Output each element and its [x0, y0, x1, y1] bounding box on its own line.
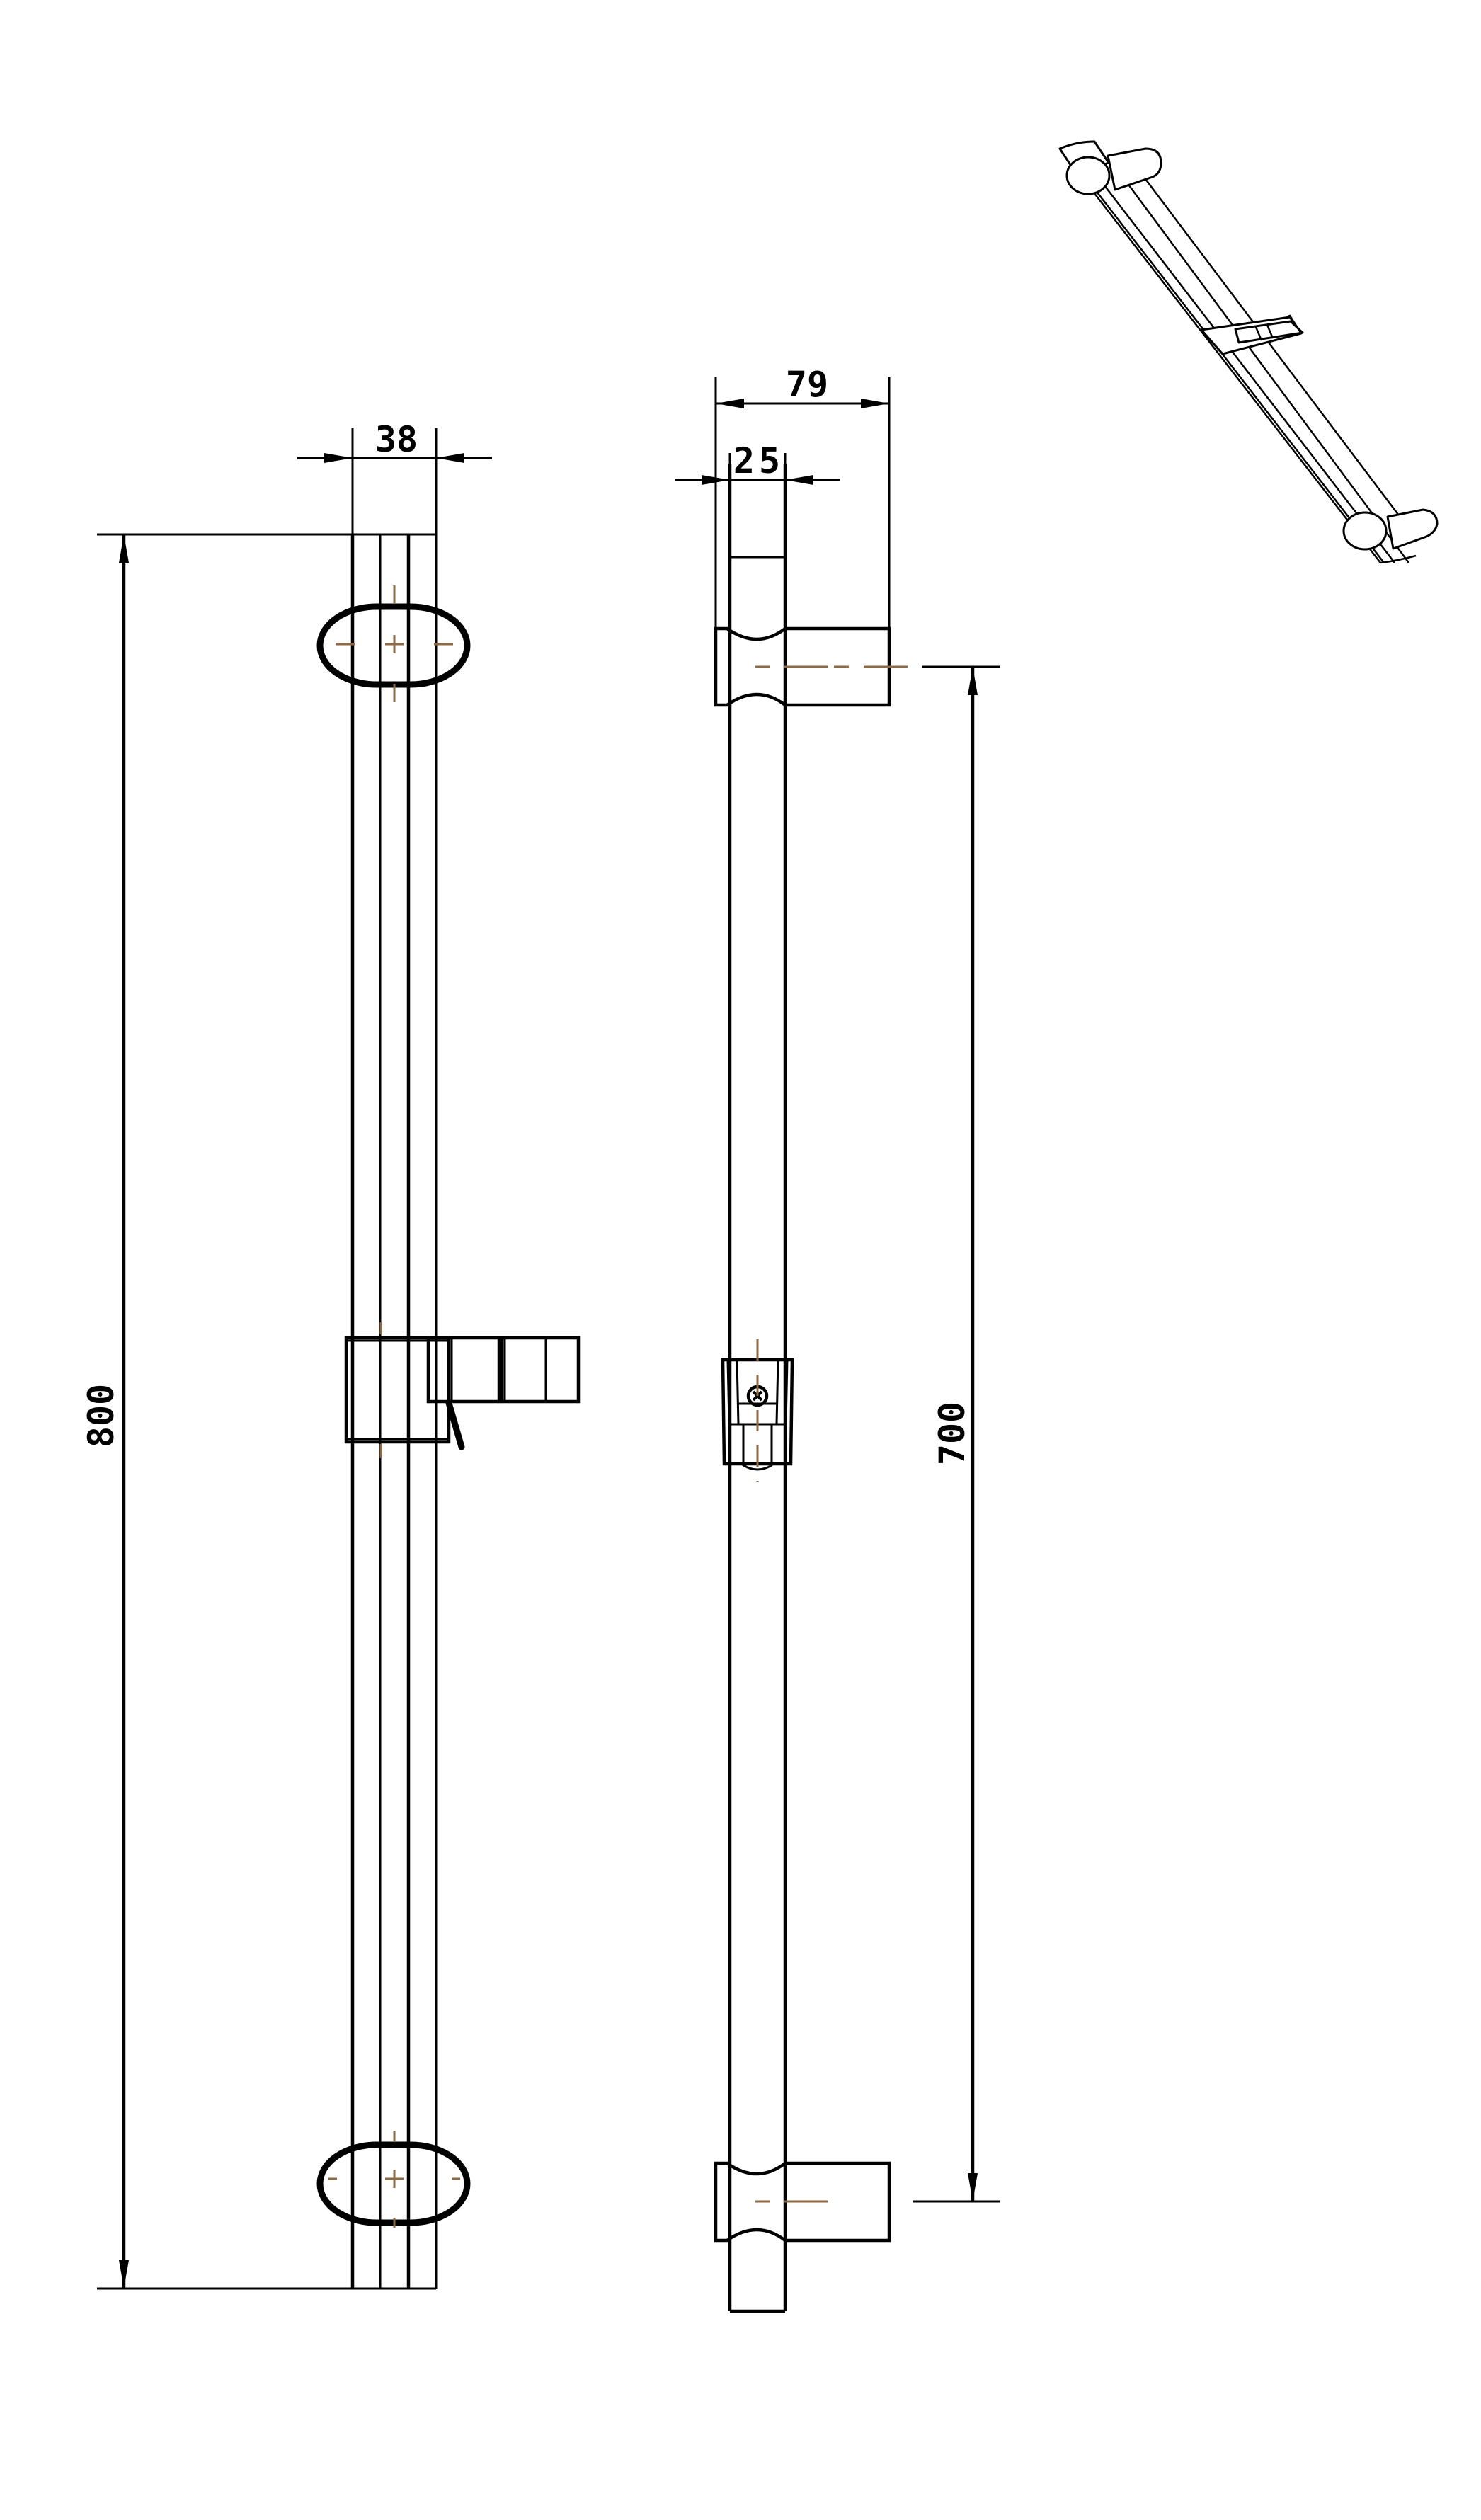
- front-rail: [350, 533, 438, 2290]
- iso-slider-holder: [1200, 314, 1304, 355]
- side-bottom-bracket: [714, 2161, 891, 2243]
- side-view: 79 25 700: [675, 364, 1000, 2313]
- dimension-label-800: 800: [81, 1384, 122, 1448]
- iso-top-bracket: [1065, 147, 1162, 195]
- dimension-label-700: 700: [932, 1402, 973, 1465]
- centerline-mark: [336, 585, 453, 702]
- centerline-mark: [328, 2131, 460, 2228]
- iso-bottom-bracket: [1342, 508, 1439, 551]
- dimension-label-25: 25: [733, 440, 784, 481]
- front-slider-holder: [344, 1322, 581, 1458]
- side-slider-holder: [721, 1339, 794, 1482]
- dimension-79: 79: [714, 364, 891, 629]
- dimension-label-79: 79: [786, 364, 828, 405]
- front-view: 38 800: [81, 419, 581, 2290]
- side-top-bracket: [714, 626, 908, 707]
- dimension-38: 38: [297, 419, 492, 534]
- isometric-view: [1058, 140, 1439, 564]
- dimension-label-38: 38: [375, 419, 418, 460]
- front-bottom-bracket: [316, 2131, 471, 2228]
- dimension-800: 800: [81, 533, 353, 2290]
- dimension-25: 25: [675, 440, 840, 485]
- dimension-700: 700: [913, 665, 1000, 2203]
- front-top-bracket: [316, 585, 471, 702]
- iso-rail: [1058, 140, 1417, 564]
- side-rail: [714, 464, 787, 2313]
